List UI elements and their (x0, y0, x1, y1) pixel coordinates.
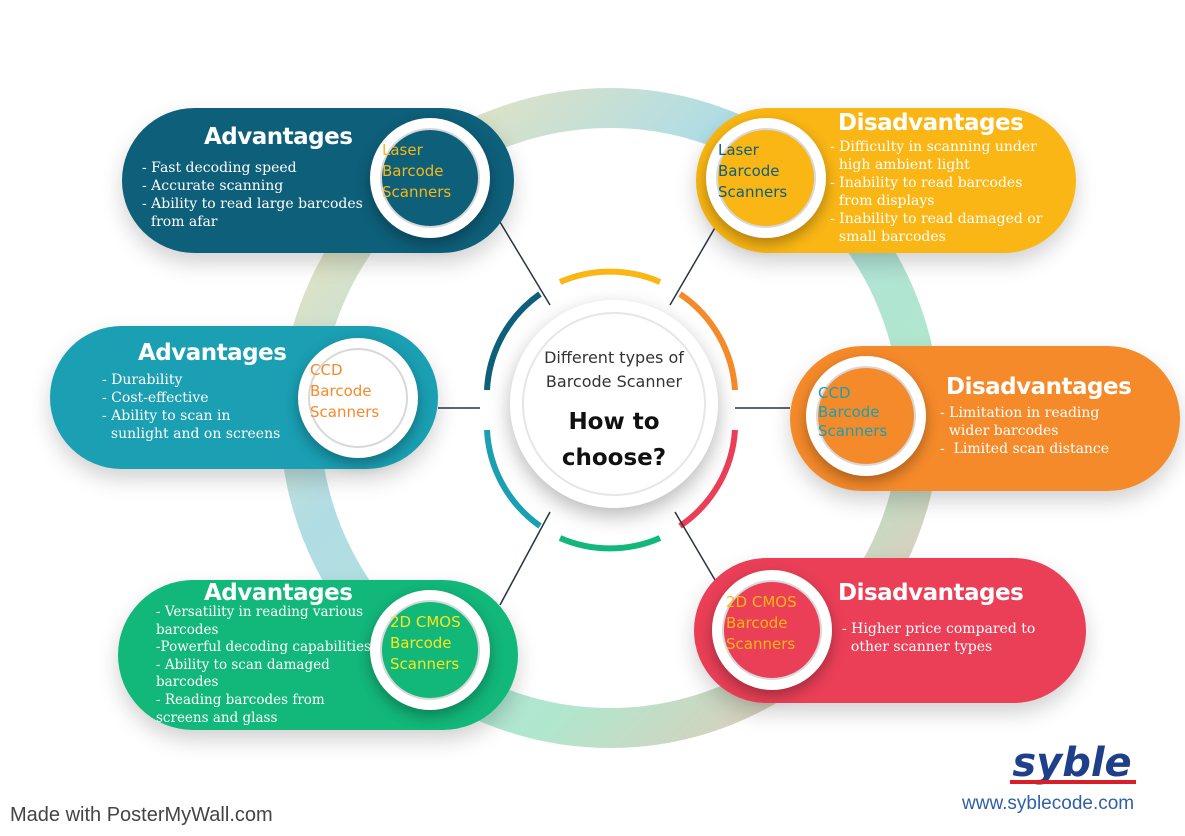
list-item: - Reading barcodes from (156, 691, 325, 708)
list-item: - Higher price compared to (842, 621, 1036, 637)
list-item: screens and glass (156, 709, 278, 726)
list-item: - Limitation in reading (940, 405, 1100, 421)
list-item: - Inability to read damaged or (830, 211, 1043, 227)
center-arc-red (678, 429, 738, 529)
list-item: barcodes (156, 674, 219, 691)
badge-inner-ring (816, 366, 916, 466)
logo-underline (1010, 780, 1136, 784)
cmos-scanner-badge: 2D CMOS Barcode Scanners (370, 590, 490, 710)
list-item: - Ability to read large barcodes (142, 196, 363, 212)
advantages-list: - Fast decoding speed - Accurate scannin… (142, 159, 363, 231)
badge-inner-ring (380, 128, 480, 228)
cmos-scanner-badge: 2D CMOS Barcode Scanners (712, 570, 832, 690)
list-item: small barcodes (830, 229, 946, 245)
list-item: - Limited scan distance (940, 441, 1110, 457)
center-arc-teal (484, 429, 542, 529)
list-item: - Versatility in reading various (156, 604, 364, 620)
center-arc-navy (484, 291, 542, 391)
advantages-list: - Versatility in reading various barcode… (156, 604, 371, 727)
list-item: high ambient light (830, 157, 970, 173)
advantages-list: - Durability - Cost-effective - Ability … (102, 371, 280, 443)
disadvantages-list: - Higher price compared to other scanner… (842, 620, 1035, 656)
badge-label: 2D CMOS Barcode Scanners (390, 613, 461, 673)
list-item: - Durability (102, 372, 183, 388)
syble-logo: syble (1010, 742, 1136, 786)
list-item: -Powerful decoding capabilities (156, 639, 371, 656)
badge-label: CCD Barcode Scanners (310, 361, 380, 421)
center-hub: Different types of Barcode Scanner How t… (510, 300, 718, 508)
badge-label: 2D CMOS Barcode Scanners (726, 593, 797, 653)
connector-line (499, 511, 551, 606)
center-title: How to choose? (561, 409, 667, 471)
connector-line (674, 511, 716, 581)
list-item: - Fast decoding speed (142, 160, 297, 176)
list-item: other scanner types (842, 639, 993, 655)
list-item: - Ability to scan damaged (156, 656, 330, 673)
disadvantages-title: Disadvantages (838, 110, 1024, 136)
disadvantages-title: Disadvantages (838, 580, 1024, 606)
list-item: - Cost-effective (102, 390, 209, 406)
list-item: - Accurate scanning (142, 178, 284, 194)
advantages-title: Advantages (204, 124, 353, 150)
badge-inner-ring (722, 580, 822, 680)
connector-line (499, 221, 551, 306)
badge-inner-ring (380, 600, 480, 700)
advantages-title: Advantages (204, 580, 353, 606)
list-item: sunlight and on screens (102, 426, 281, 442)
laser-scanner-badge: Laser Barcode Scanners (706, 118, 826, 238)
disadvantages-title: Disadvantages (946, 374, 1132, 400)
disadvantages-list: - Difficulty in scanning under high ambi… (830, 138, 1042, 246)
list-item: - Ability to scan in (102, 408, 231, 424)
center-subtitle: Different types of Barcode Scanner (544, 348, 684, 391)
logo-text: syble (1012, 742, 1131, 786)
center-arc-yellow (558, 268, 662, 285)
badge-inner-ring (308, 348, 408, 448)
ccd-scanner-badge: CCD Barcode Scanners (806, 356, 926, 476)
list-item: wider barcodes (940, 423, 1059, 439)
center-inner-ring (522, 312, 706, 496)
badge-label: CCD Barcode Scanners (818, 384, 888, 440)
list-item: from afar (142, 214, 218, 230)
ccd-scanner-badge: CCD Barcode Scanners (298, 338, 418, 458)
advantages-title: Advantages (138, 340, 287, 366)
center-arc-green (558, 535, 662, 552)
list-item: - Difficulty in scanning under (830, 139, 1037, 155)
disadvantages-list: - Limitation in reading wider barcodes -… (940, 404, 1109, 458)
badge-inner-ring (716, 128, 816, 228)
badge-label: Laser Barcode Scanners (382, 141, 452, 201)
list-item: - Inability to read barcodes (830, 175, 1023, 191)
badge-label: Laser Barcode Scanners (718, 141, 788, 201)
center-arc-orange (678, 291, 738, 391)
website-link[interactable]: www.syblecode.com (962, 793, 1135, 814)
made-with-credit: Made with PosterMyWall.com (10, 804, 273, 826)
connector-line (669, 225, 717, 306)
list-item: barcodes (156, 621, 219, 638)
laser-scanner-badge: Laser Barcode Scanners (370, 118, 490, 238)
list-item: from displays (830, 193, 935, 209)
